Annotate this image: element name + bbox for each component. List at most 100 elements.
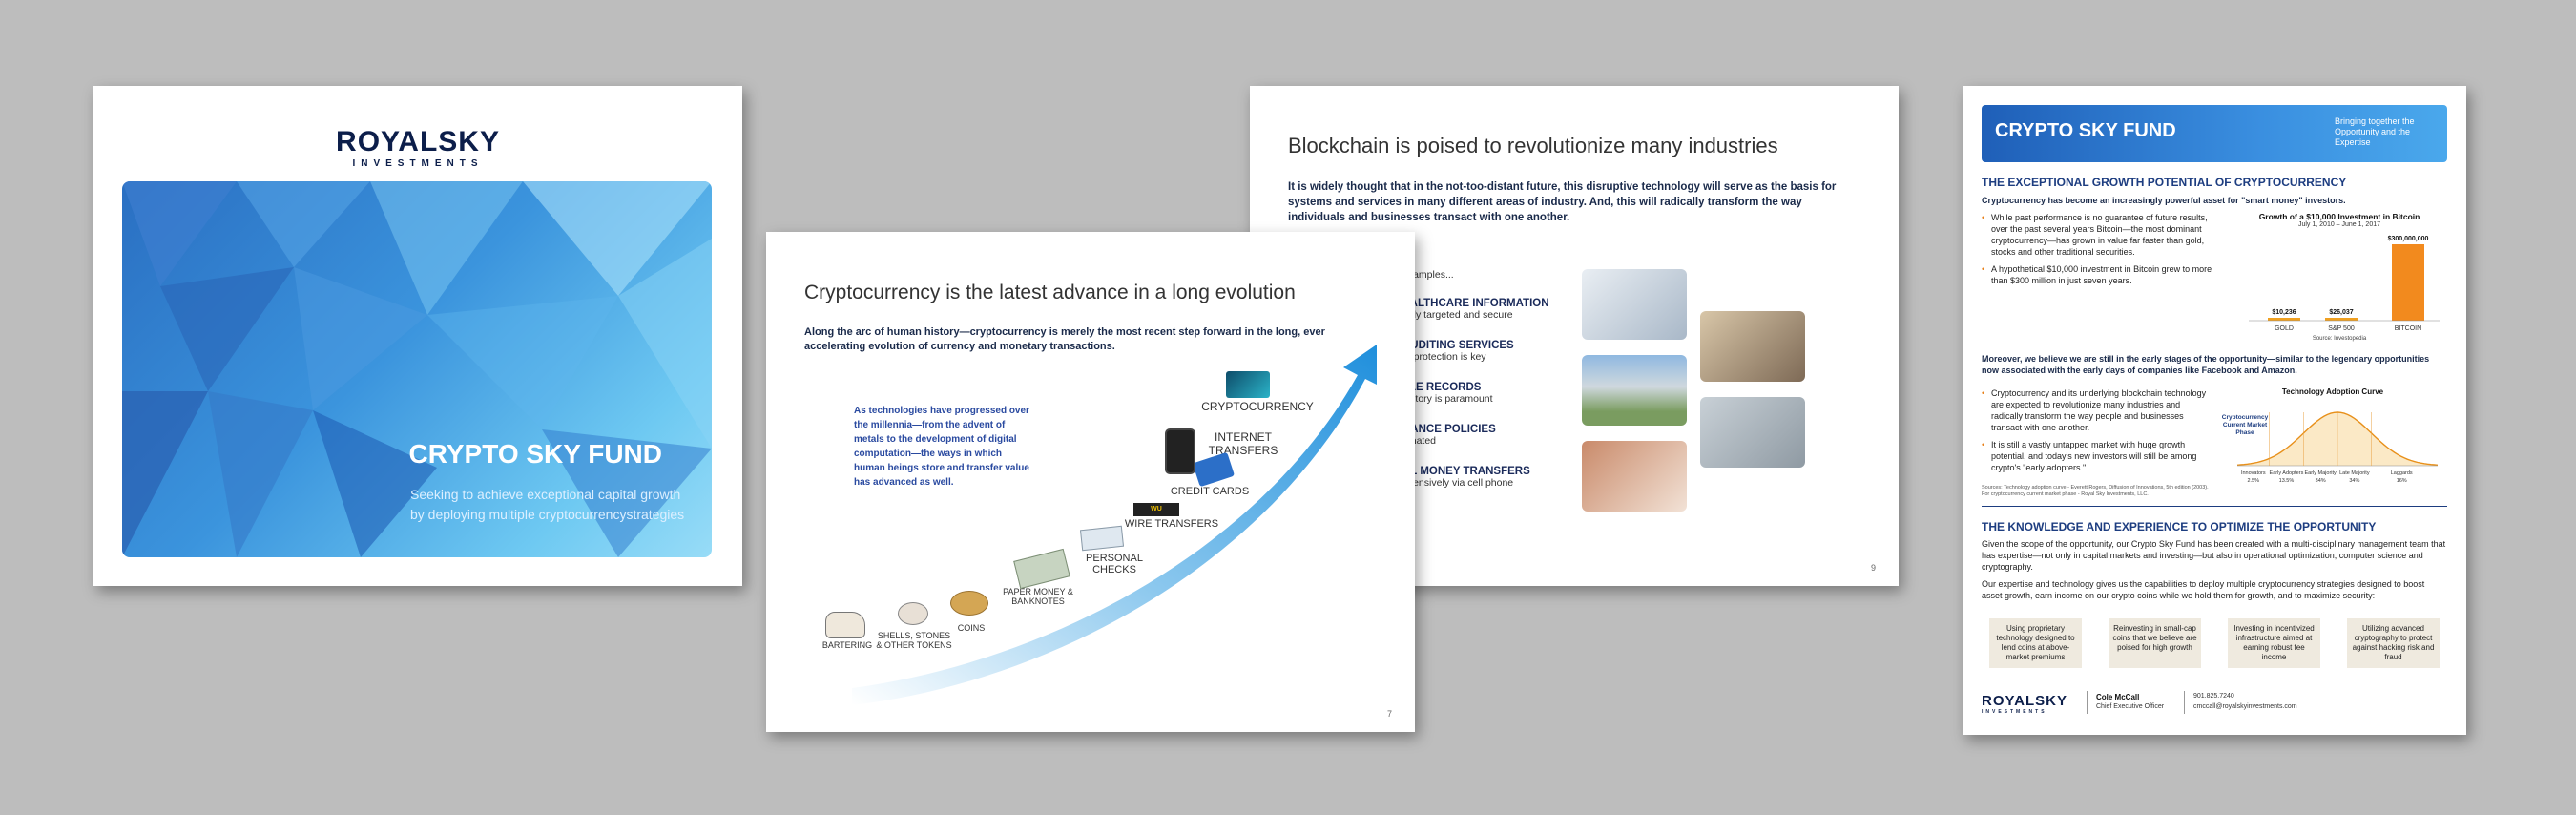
chart-title: Growth of a $10,000 Investment in Bitcoi… <box>2258 212 2420 221</box>
step-label: BARTERING <box>821 640 873 650</box>
list-item: It is still a vastly untapped market wit… <box>1982 439 2211 473</box>
strategy-box: Investing in incentivized infrastructure… <box>2228 618 2320 668</box>
step-label: PERSONAL CHECKS <box>1086 553 1143 575</box>
adoption-curve-svg: Innovators 2.5% Early Adopters 13.5% Early M… <box>2236 411 2439 484</box>
divider <box>2184 691 2185 714</box>
list-item: While past performance is no guarantee o… <box>1982 212 2220 258</box>
contact-phone: 901.825.7240 <box>2193 693 2234 700</box>
data-label: $26,037 <box>2329 309 2353 316</box>
tick-label: Early Adopters <box>2270 470 2304 476</box>
polygon-pattern <box>122 181 712 557</box>
tick-label: Laggards <box>2391 470 2413 476</box>
western-union-icon: WU <box>1133 503 1179 516</box>
sources-note: Sources: Technology adoption curve - Eve… <box>1982 485 2209 497</box>
data-label: 2.5% <box>2248 478 2260 484</box>
paragraph-4: Our expertise and technology gives us th… <box>1982 579 2425 600</box>
bullet-list: Cryptocurrency and its underlying blockc… <box>1982 387 2211 473</box>
shell-icon <box>898 602 928 625</box>
strategy-box: Utilizing advanced cryptography to prote… <box>2347 618 2440 668</box>
data-label: 34% <box>2349 478 2359 484</box>
step-label: WIRE TRANSFERS <box>1124 518 1219 530</box>
slide-title: Cryptocurrency is the latest advance in … <box>804 282 1296 303</box>
documents-photo <box>1700 311 1805 382</box>
bitcoin-growth-chart: Growth of a $10,000 Investment in Bitcoi… <box>2230 212 2449 345</box>
list-item: A hypothetical $10,000 investment in Bit… <box>1982 263 2220 286</box>
section-heading: THE EXCEPTIONAL GROWTH POTENTIAL OF CRYP… <box>1982 176 2347 189</box>
paragraph-3: Given the scope of the opportunity, our … <box>1982 539 2446 572</box>
banner-tagline: Bringing together the Opportunity and th… <box>2335 116 2415 147</box>
bar <box>2392 244 2424 321</box>
one-pager: CRYPTO SKY FUND Bringing together the Op… <box>1963 86 2466 735</box>
step-label: CRYPTOCURRENCY <box>1201 400 1314 413</box>
cow-icon <box>825 612 865 638</box>
phone-user-photo <box>1582 441 1687 512</box>
chart-subtitle: July 1, 2010 – June 1, 2017 <box>2297 221 2380 228</box>
divider <box>1982 506 2447 507</box>
divider <box>2087 691 2088 714</box>
banner-title: CRYPTO SKY FUND <box>1995 120 2176 141</box>
logo-sub: INVESTMENTS <box>1982 709 2047 715</box>
chart-annotation: Cryptocurrency Current Market Phase <box>2221 414 2269 436</box>
slide-body: It is widely thought that in the not-too… <box>1288 181 1837 223</box>
tick-label: BITCOIN <box>2395 325 2421 332</box>
crypto-circuit-icon <box>1226 371 1270 398</box>
strategy-box: Using proprietary technology designed to… <box>1989 618 2082 668</box>
logo-name: ROYALSKY <box>1982 693 2067 709</box>
step-label: COINS <box>957 623 986 633</box>
data-label: 16% <box>2397 478 2407 484</box>
data-label: $10,236 <box>2272 309 2296 316</box>
step-label: CREDIT CARDS <box>1170 486 1250 497</box>
cover-title: CRYPTO SKY FUND <box>408 439 662 469</box>
slide-evolution: Cryptocurrency is the latest advance in … <box>766 232 1415 732</box>
chart-source: Source: Investopedia <box>2313 336 2367 342</box>
tick-label: Innovators <box>2241 470 2266 476</box>
tick-label: GOLD <box>2275 325 2294 332</box>
bar <box>2268 318 2300 321</box>
cover-page: ROYALSKY INVESTMENTS CRYPTO SKY FUND See… <box>93 86 742 586</box>
smartphone-icon <box>1165 428 1195 474</box>
examples-label: examples... <box>1402 269 1454 281</box>
page-number: 7 <box>1386 709 1392 719</box>
step-label: INTERNET TRANSFERS <box>1208 430 1278 457</box>
data-label: 13.5% <box>2279 478 2295 484</box>
bar <box>2325 318 2358 321</box>
tick-label: Early Majority <box>2304 470 2337 476</box>
intro-text: Cryptocurrency has become an increasingl… <box>1982 196 2346 205</box>
slide-body: Along the arc of human history—cryptocur… <box>804 326 1325 352</box>
step-label: PAPER MONEY & BANKNOTES <box>1003 587 1073 606</box>
one-pager-banner: CRYPTO SKY FUND Bringing together the Op… <box>1982 105 2447 162</box>
strategy-box: Reinvesting in small-cap coins that we b… <box>2109 618 2201 668</box>
contact-role: Chief Executive Officer <box>2096 703 2165 710</box>
cover-subtitle: Seeking to achieve exceptional capital g… <box>410 487 685 522</box>
cover-banner: CRYPTO SKY FUND Seeking to achieve excep… <box>122 181 712 557</box>
page-number: 9 <box>1870 563 1876 573</box>
royalsky-logo: ROYALSKY INVESTMENTS <box>1982 693 2067 715</box>
logo-name: ROYALSKY <box>336 126 500 157</box>
adoption-curve-chart: Technology Adoption Curve Cryptocurrency… <box>2218 387 2447 492</box>
bullet-list: While past performance is no guarantee o… <box>1982 212 2220 286</box>
contact-email[interactable]: cmccall@royalskyinvestments.com <box>2193 703 2297 710</box>
royalsky-logo: ROYALSKY INVESTMENTS <box>93 126 742 169</box>
section-heading: THE KNOWLEDGE AND EXPERIENCE TO OPTIMIZE… <box>1982 520 2377 533</box>
tick-label: Late Majority <box>2339 470 2370 476</box>
house-photo <box>1582 355 1687 426</box>
chart-title: Technology Adoption Curve <box>2281 387 2384 396</box>
data-label: $300,000,000 <box>2388 236 2429 242</box>
tick-label: S&P 500 <box>2328 325 2355 332</box>
step-label: SHELLS, STONES & OTHER TOKENS <box>876 631 952 650</box>
check-icon <box>1079 525 1125 552</box>
coins-icon <box>950 591 988 616</box>
callout-text: As technologies have progressed over the… <box>854 406 1029 488</box>
insurance-photo <box>1700 397 1805 468</box>
slide-title: Blockchain is poised to revolutionize ma… <box>1288 134 1778 157</box>
contact-name: Cole McCall <box>2096 693 2140 701</box>
logo-sub: INVESTMENTS <box>352 158 484 169</box>
list-item: Cryptocurrency and its underlying blockc… <box>1982 387 2211 433</box>
strategy-boxes: Using proprietary technology designed to… <box>1989 618 2440 668</box>
healthcare-photo <box>1582 269 1687 340</box>
